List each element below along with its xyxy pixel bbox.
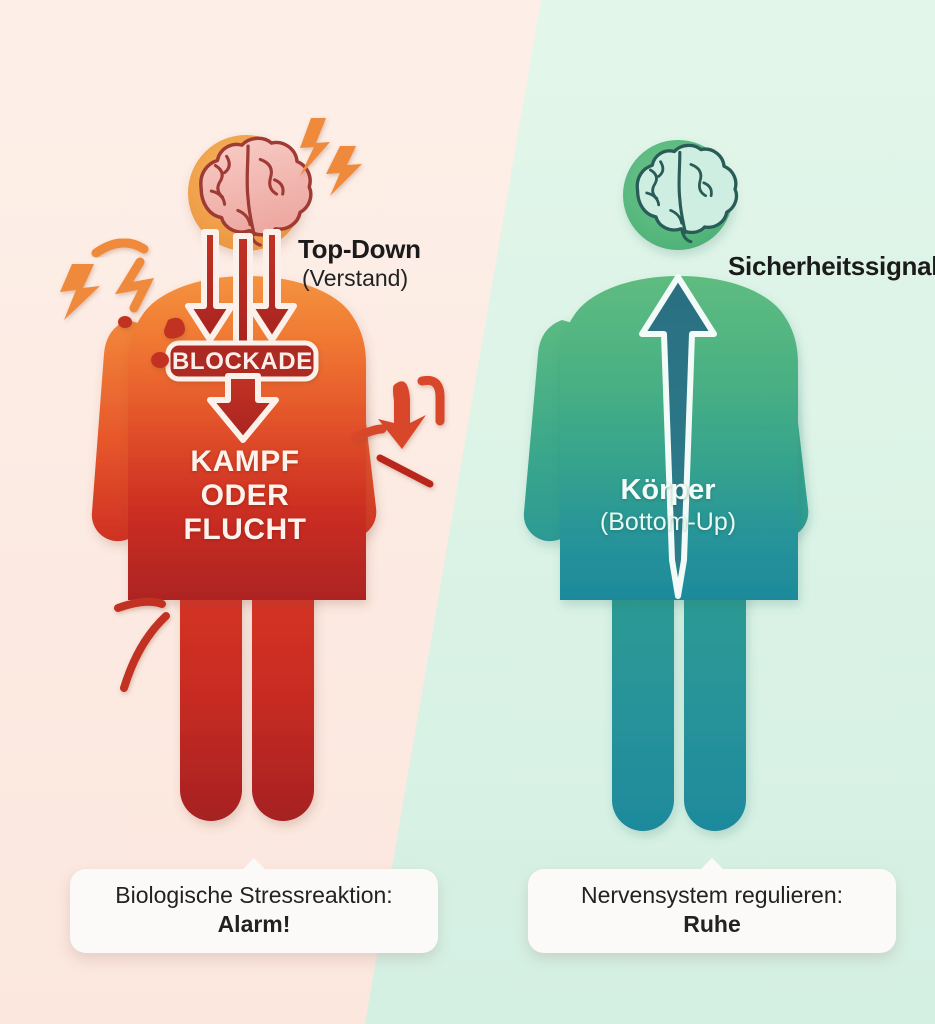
fight-line-2: ODER [200,479,290,512]
lightning-bolt-icon [326,146,362,196]
pain-swoosh-icon [114,257,155,313]
fight-line-3: FLUCHT [183,513,307,546]
pain-swoosh-icon [376,454,434,488]
blockade-down-arrow [207,373,279,443]
pain-swoosh-icon [91,238,149,258]
stress-figure [60,118,445,821]
inward-arrow-icon [378,381,426,449]
stress-caption-line-1: Biologische Stressreaktion: [115,882,393,908]
upward-arrow-icon [639,274,717,599]
sicherheitssignal-label: Sicherheitssignal [728,251,935,281]
calm-caption-card: Nervensystem regulieren: Ruhe [528,858,896,953]
koerper-label: Körper [620,474,716,506]
calm-caption-line-2: Ruhe [683,911,741,937]
stress-caption-card: Biologische Stressreaktion: Alarm! [70,858,438,953]
calm-caption-line-1: Nervensystem regulieren: [580,882,844,908]
top-down-label: Top-Down [298,234,421,264]
lightning-bolt-icon [60,264,100,320]
calm-figure [523,140,809,831]
pain-swoosh-icon [351,375,445,442]
brain-icon [199,136,313,247]
lightning-bolt-icon [300,118,330,176]
fight-line-1: KAMPF [190,445,300,478]
pain-swoosh-icon [114,597,170,692]
verstand-sublabel: (Verstand) [302,265,409,291]
brain-icon [635,143,739,244]
top-down-arrows [185,229,297,347]
pain-dot-icon [118,316,185,368]
fight-or-flight-label: KAMPF ODER FLUCHT [152,445,338,547]
bottom-up-sublabel: (Bottom-Up) [599,508,737,536]
stress-caption-line-2: Alarm! [217,911,291,937]
blockade-label: BLOCKADE [172,348,313,375]
